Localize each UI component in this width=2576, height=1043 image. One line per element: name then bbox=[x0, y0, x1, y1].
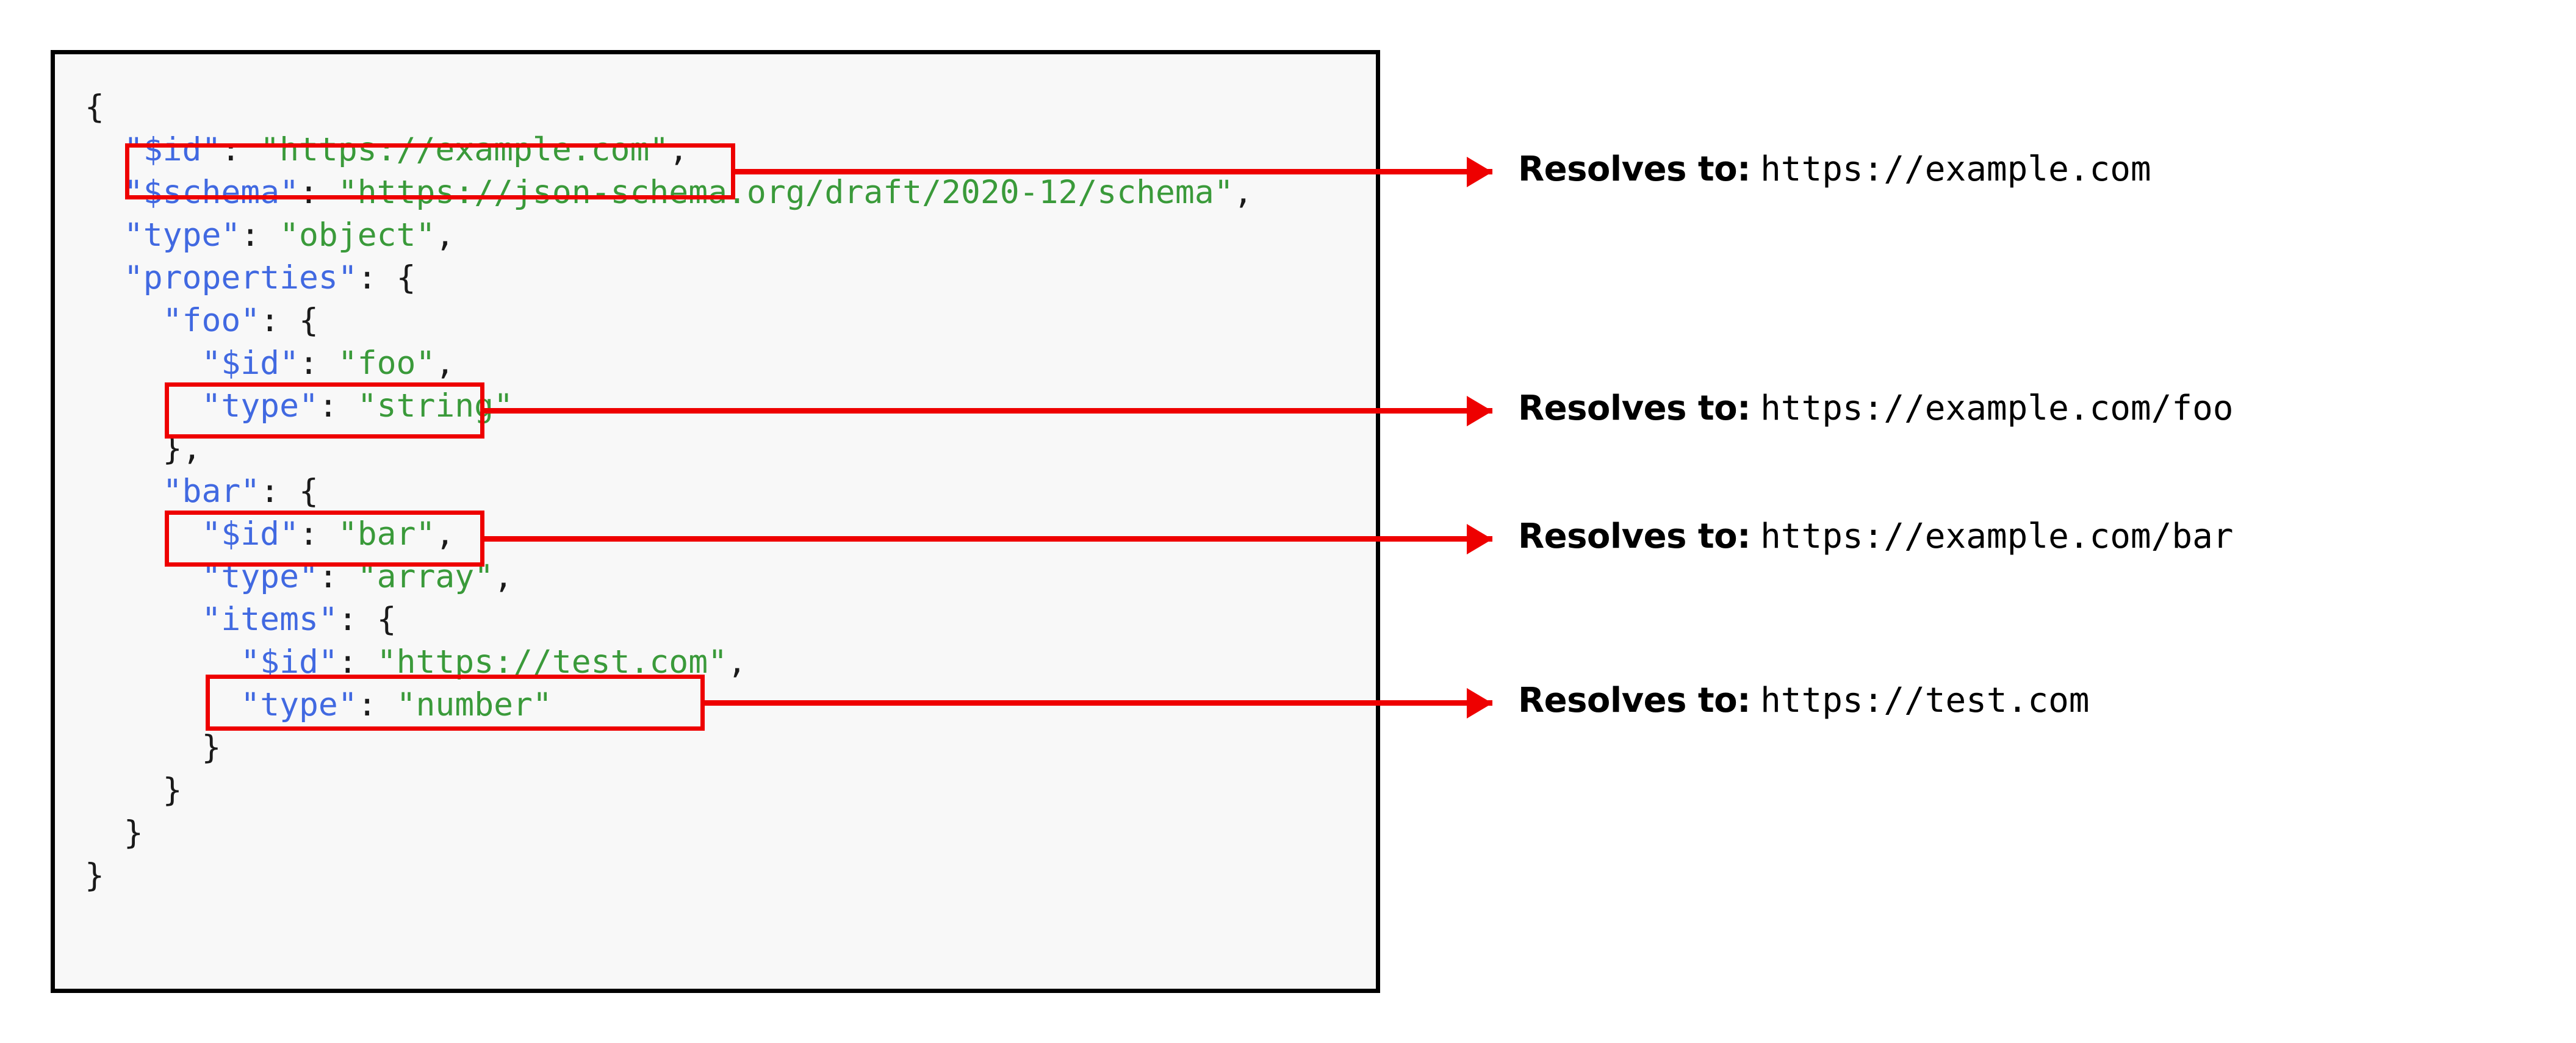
code-key: "$id" bbox=[240, 643, 338, 681]
code-value: { bbox=[376, 601, 397, 638]
code-comma: , bbox=[669, 131, 689, 168]
arrow-line-4 bbox=[700, 700, 1492, 706]
resolves-to-label: Resolves to: bbox=[1518, 517, 1751, 556]
code-key: "items" bbox=[201, 601, 338, 638]
code-line: "properties": { bbox=[123, 259, 416, 296]
code-line-text: } bbox=[162, 772, 182, 809]
code-value: { bbox=[396, 259, 416, 296]
code-value: "bar" bbox=[337, 515, 436, 553]
code-line-text: }, bbox=[162, 430, 202, 467]
code-key: "properties" bbox=[123, 259, 358, 296]
code-value: { bbox=[299, 302, 318, 339]
code-key: "$schema" bbox=[123, 174, 300, 211]
resolves-to-label: Resolves to: bbox=[1518, 681, 1751, 720]
annotation-bar: Resolves to:https://example.com/bar bbox=[1518, 520, 2234, 554]
code-line: "type": "string" bbox=[201, 387, 514, 425]
code-value: "https://test.com" bbox=[376, 643, 728, 681]
arrow-head-2 bbox=[1467, 396, 1492, 426]
code-line-text: } bbox=[201, 729, 221, 766]
arrow-line-3 bbox=[480, 536, 1492, 542]
code-line: "foo": { bbox=[162, 302, 318, 339]
code-key: "$id" bbox=[201, 345, 299, 382]
code-comma: , bbox=[727, 643, 747, 681]
code-key: "foo" bbox=[162, 302, 261, 339]
annotation-foo: Resolves to:https://example.com/foo bbox=[1518, 392, 2234, 426]
code-key: "$id" bbox=[123, 131, 221, 168]
resolved-url: https://example.com bbox=[1760, 149, 2151, 189]
code-line: } bbox=[85, 726, 1253, 769]
code-value: "https://json-schema.org/draft/2020-12/s… bbox=[337, 174, 1234, 211]
code-line: "$id": "bar", bbox=[201, 515, 455, 553]
arrow-line-1 bbox=[731, 169, 1492, 174]
code-line: } bbox=[85, 855, 1253, 897]
json-code-block: { "$id": "https://example.com", "$schema… bbox=[51, 50, 1380, 993]
code-value: "number" bbox=[396, 686, 552, 723]
code-line: "items": { bbox=[201, 601, 397, 638]
code-value: { bbox=[299, 473, 318, 510]
code-value: "https://example.com" bbox=[260, 131, 669, 168]
code-value: "string" bbox=[357, 387, 514, 425]
code-line: }, bbox=[85, 428, 1253, 470]
code-key: "type" bbox=[123, 217, 241, 254]
annotation-root: Resolves to:https://example.com bbox=[1518, 152, 2151, 187]
code-line: "bar": { bbox=[162, 473, 318, 510]
code-listing: { "$id": "https://example.com", "$schema… bbox=[85, 86, 1253, 897]
resolved-url: https://test.com bbox=[1760, 681, 2090, 720]
code-line-text: { bbox=[85, 88, 104, 126]
code-line: } bbox=[85, 769, 1253, 812]
code-key: "$id" bbox=[201, 515, 299, 553]
resolves-to-label: Resolves to: bbox=[1518, 149, 1751, 189]
code-comma: , bbox=[435, 345, 455, 382]
arrow-head-1 bbox=[1467, 157, 1492, 187]
code-line: "type": "array", bbox=[201, 558, 514, 595]
code-line: "type": "object", bbox=[123, 217, 455, 254]
code-comma: , bbox=[435, 515, 455, 553]
code-line: "type": "number" bbox=[240, 686, 552, 723]
code-comma: , bbox=[1233, 174, 1253, 211]
code-line: { bbox=[85, 86, 1253, 129]
arrow-head-3 bbox=[1467, 524, 1492, 554]
code-line: "$id": "https://example.com", bbox=[123, 131, 689, 168]
code-comma: , bbox=[435, 217, 455, 254]
code-value: "array" bbox=[357, 558, 494, 595]
resolves-to-label: Resolves to: bbox=[1518, 389, 1751, 428]
arrow-head-4 bbox=[1467, 688, 1492, 719]
code-value: "foo" bbox=[337, 345, 436, 382]
code-line: } bbox=[85, 812, 1253, 855]
code-line-text: } bbox=[85, 857, 104, 894]
arrow-line-2 bbox=[480, 408, 1492, 414]
resolved-url: https://example.com/bar bbox=[1760, 517, 2234, 556]
code-line-text: } bbox=[123, 814, 143, 851]
code-line: "$schema": "https://json-schema.org/draf… bbox=[123, 174, 1253, 211]
code-key: "type" bbox=[201, 558, 318, 595]
code-key: "type" bbox=[240, 686, 358, 723]
code-comma: , bbox=[494, 558, 514, 595]
code-line: "$id": "foo", bbox=[201, 345, 455, 382]
resolved-url: https://example.com/foo bbox=[1760, 389, 2234, 428]
annotation-items: Resolves to:https://test.com bbox=[1518, 684, 2090, 718]
code-key: "bar" bbox=[162, 473, 261, 510]
code-value: "object" bbox=[279, 217, 436, 254]
code-key: "type" bbox=[201, 387, 318, 425]
code-line: "$id": "https://test.com", bbox=[240, 643, 747, 681]
